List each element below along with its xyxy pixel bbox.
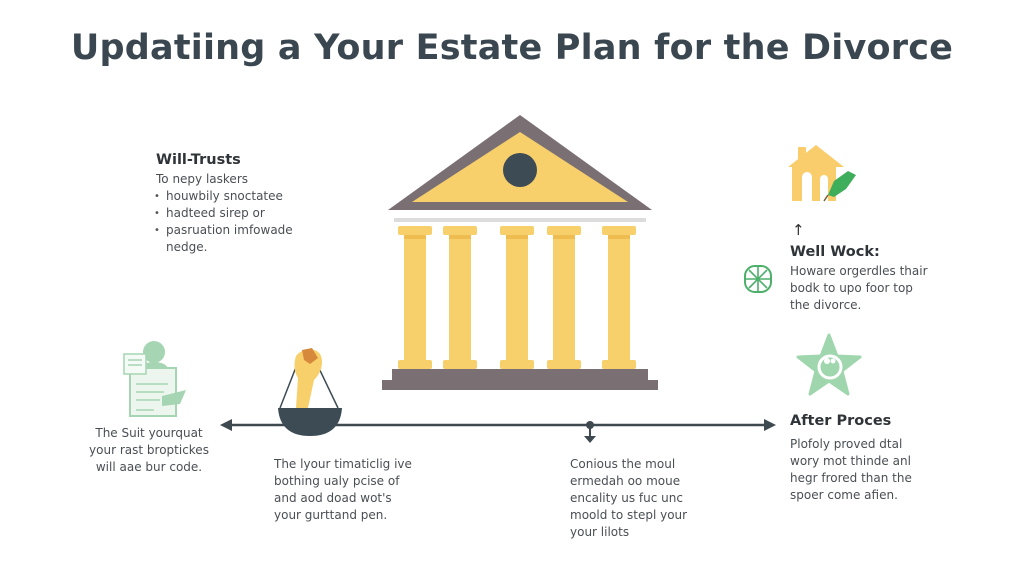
will-trusts-block: Will-Trusts To nepy laskers houwbily sno… (154, 152, 336, 256)
timeline-caption-line: encality us fuc unc (570, 491, 683, 505)
page-title: Updatiing a Your Estate Plan for the Div… (70, 28, 954, 68)
after-process-block: After Proces Plofoly proved dtal wory mo… (790, 413, 960, 504)
wheel-icon (744, 265, 772, 293)
well-wock-line: bodk to upo foor top (790, 281, 913, 295)
document-caption-line: The Suit yourquat (95, 426, 203, 440)
after-process-line: wory mot thinde anl (790, 454, 911, 468)
will-trusts-heading: Will-Trusts (156, 152, 241, 168)
will-trusts-tail: nedge. (166, 240, 208, 254)
scale-caption: The lyour timaticlig ive bothing ualy pc… (274, 456, 444, 524)
scale-caption-line: and aod doad wot's (274, 491, 392, 505)
timeline-caption: Conious the moul ermedah oo moue encalit… (570, 456, 720, 541)
well-wock-block: ↑ Well Wock: Howare orgerdles thair bodk… (790, 222, 950, 314)
will-trusts-bullets: houwbily snoctatee hadteed sirep or pasr… (154, 188, 336, 239)
after-process-line: Plofoly proved dtal (790, 437, 903, 451)
timeline-caption-line: ermedah oo moue (570, 474, 681, 488)
after-process-heading: After Proces (790, 413, 892, 429)
will-trusts-bullet: hadteed sirep or (154, 205, 336, 222)
after-process-line: spoer come afien. (790, 488, 898, 502)
document-caption-line: will aae bur code. (95, 460, 203, 474)
will-trusts-bullet: houwbily snoctatee (154, 188, 336, 205)
document-caption: The Suit yourquat your rast broptickes w… (84, 425, 214, 476)
star-icon (796, 333, 862, 396)
scale-caption-line: bothing ualy pcise of (274, 474, 400, 488)
house-check-icon (788, 145, 856, 202)
timeline-caption-line: Conious the moul (570, 457, 676, 471)
courthouse-icon (382, 115, 658, 390)
document-person-icon (123, 341, 186, 417)
scale-caption-line: your gurttand pen. (274, 508, 388, 522)
will-trusts-bullet: pasruation imfowade (154, 222, 336, 239)
after-process-line: hegr frored than the (790, 471, 912, 485)
will-trusts-intro: To nepy laskers (156, 172, 248, 186)
timeline-caption-line: moold to stepl your (570, 508, 688, 522)
scale-caption-line: The lyour timaticlig ive (274, 457, 412, 471)
well-wock-line: Howare orgerdles thair (790, 264, 928, 278)
well-wock-heading: Well Wock: (790, 244, 880, 260)
document-caption-line: your rast broptickes (89, 443, 209, 457)
hand-scale-icon (278, 348, 342, 436)
up-arrow-icon: ↑ (792, 221, 805, 239)
timeline-caption-line: your lilots (570, 525, 630, 539)
well-wock-line: the divorce. (790, 298, 862, 312)
